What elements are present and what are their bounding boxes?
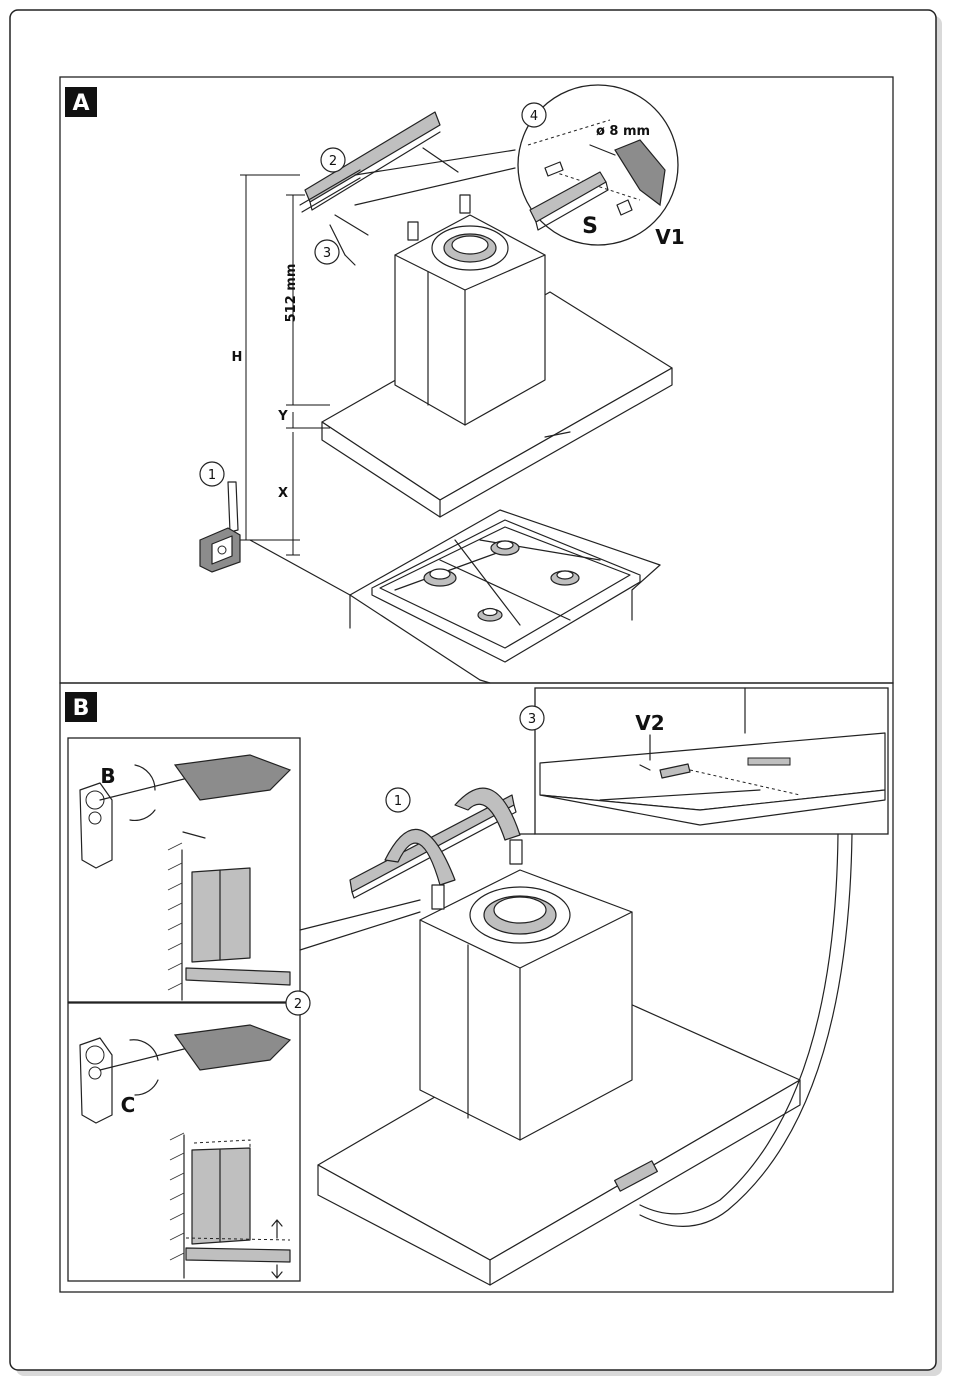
- tape-measure-icon: [199, 481, 241, 573]
- step-3-marker-b: 3: [519, 705, 545, 731]
- callout-lines: [299, 899, 421, 951]
- step-4-marker-a: 4: [521, 102, 547, 128]
- svg-text:1: 1: [394, 794, 402, 809]
- wall-bracket-level: [299, 111, 516, 266]
- detail-adjust-b-drawing: [79, 754, 292, 1001]
- detail-screw-v2-drawing: [519, 687, 886, 835]
- screw-c-label: C: [121, 1093, 136, 1117]
- gas-cooktop: [371, 519, 641, 663]
- panel-a-tag: A: [72, 91, 89, 116]
- screw-v1-label: V1: [655, 225, 684, 249]
- svg-text:2: 2: [329, 154, 337, 169]
- dimension-y-label: Y: [277, 409, 288, 424]
- dimensions: [240, 174, 330, 556]
- svg-text:3: 3: [528, 712, 536, 727]
- dimension-x-label: X: [278, 486, 288, 501]
- dimension-h-label: H: [232, 350, 243, 365]
- wall-bracket-b: [349, 787, 521, 899]
- step-3-marker-a: 3: [314, 239, 340, 265]
- svg-text:2: 2: [294, 997, 302, 1012]
- step-1-marker-a: 1: [199, 461, 225, 487]
- hood-b: [317, 839, 801, 1286]
- panel-b-tag: B: [73, 696, 90, 721]
- panel-b-tag-box: [65, 692, 97, 722]
- screw-b-label: B: [100, 764, 115, 788]
- panel-a-tag-box: [65, 87, 97, 117]
- svg-text:4: 4: [530, 109, 538, 124]
- step-2-marker-a: 2: [320, 147, 346, 173]
- panel-a: A: [59, 76, 894, 684]
- panel-b: B B: [59, 682, 894, 1293]
- screw-v2-label: V2: [635, 711, 664, 735]
- step-1-marker-b: 1: [385, 787, 411, 813]
- hood-a: [321, 194, 673, 518]
- connector-curve-outer: [639, 833, 839, 1215]
- svg-text:1: 1: [208, 468, 216, 483]
- connector-curve-inner: [639, 833, 853, 1227]
- detail-adjust-c-drawing: [79, 1024, 292, 1279]
- drill-size-label: ø 8 mm: [596, 124, 650, 139]
- bracket-s-label: S: [582, 214, 598, 239]
- dimension-512-label: 512 mm: [284, 264, 299, 323]
- svg-text:3: 3: [323, 246, 331, 261]
- step-2-marker-b: 2: [285, 990, 311, 1016]
- detail-circle-drilling: [517, 84, 679, 246]
- panel-b-frame: [59, 682, 894, 1293]
